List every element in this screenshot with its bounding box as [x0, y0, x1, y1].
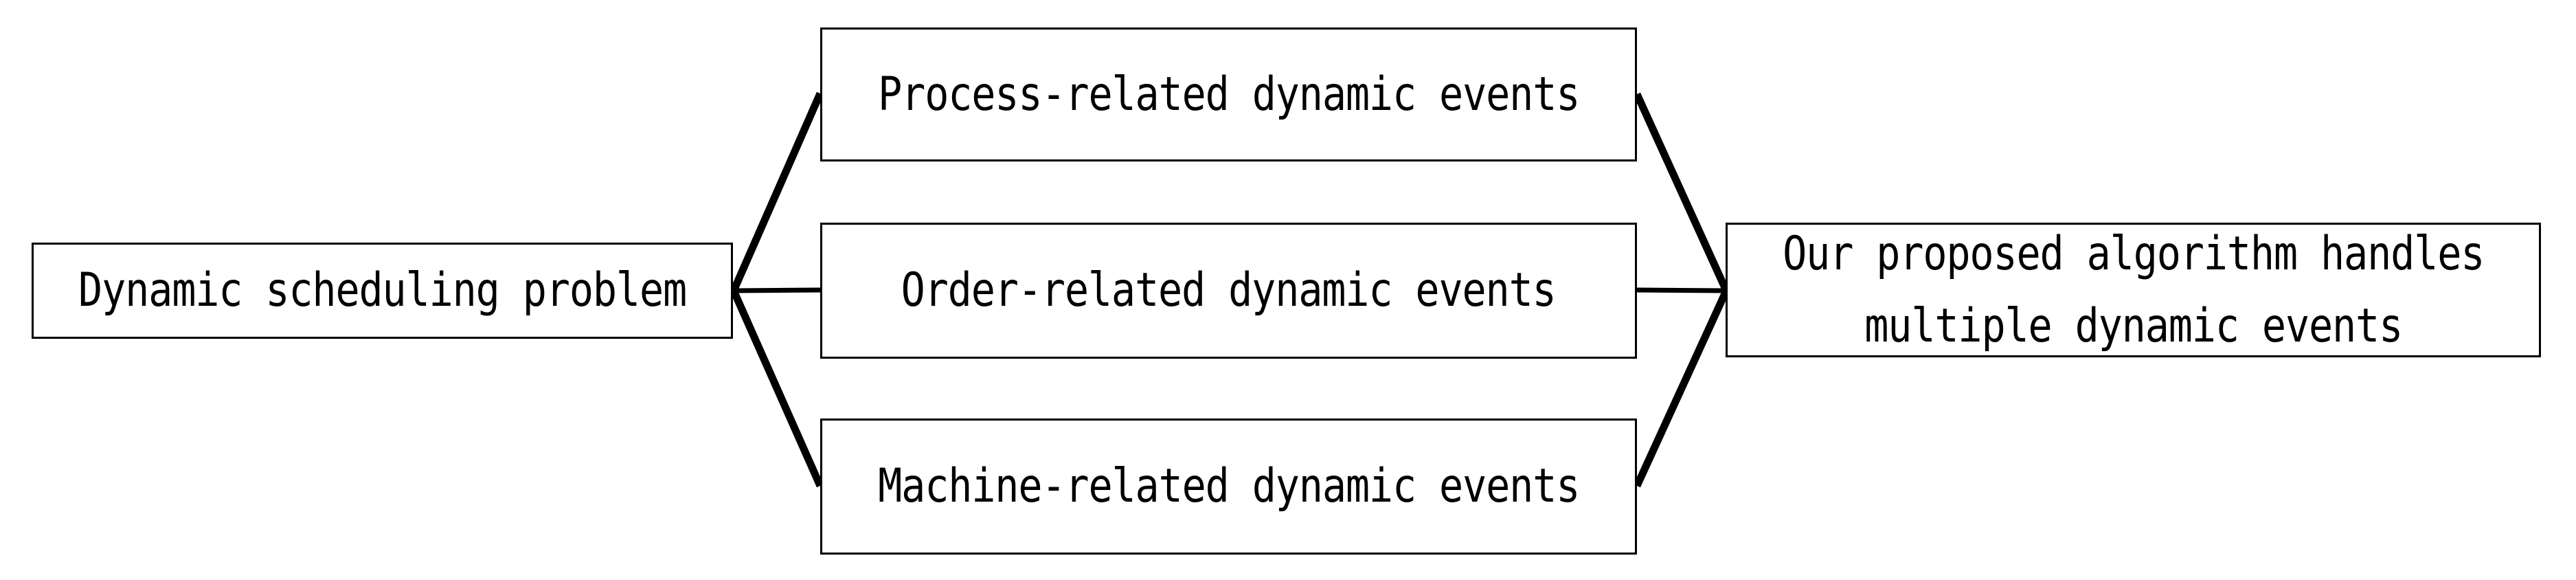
- edge-machine-to-result: [1633, 289, 1730, 488]
- edge-root-to-order: [733, 287, 821, 293]
- node-dynamic-scheduling-problem[interactable]: Dynamic scheduling problem: [32, 243, 733, 339]
- node-label-process: Process-related dynamic events: [877, 67, 1580, 122]
- edge-process-to-result: [1633, 92, 1730, 293]
- node-order-related-dynamic-events[interactable]: Order-related dynamic events: [820, 223, 1637, 359]
- node-our-proposed-algorithm[interactable]: Our proposed algorithm handles multiple …: [1726, 223, 2541, 357]
- node-label-result: Our proposed algorithm handles multiple …: [1782, 226, 2485, 353]
- edge-root-to-machine: [730, 289, 824, 488]
- node-process-related-dynamic-events[interactable]: Process-related dynamic events: [820, 27, 1637, 161]
- node-label-order: Order-related dynamic events: [901, 263, 1557, 318]
- node-label-machine: Machine-related dynamic events: [877, 459, 1580, 514]
- node-label-root: Dynamic scheduling problem: [78, 263, 687, 318]
- edge-root-to-process: [730, 91, 824, 293]
- node-machine-related-dynamic-events[interactable]: Machine-related dynamic events: [820, 419, 1637, 555]
- edge-order-to-result: [1636, 287, 1727, 293]
